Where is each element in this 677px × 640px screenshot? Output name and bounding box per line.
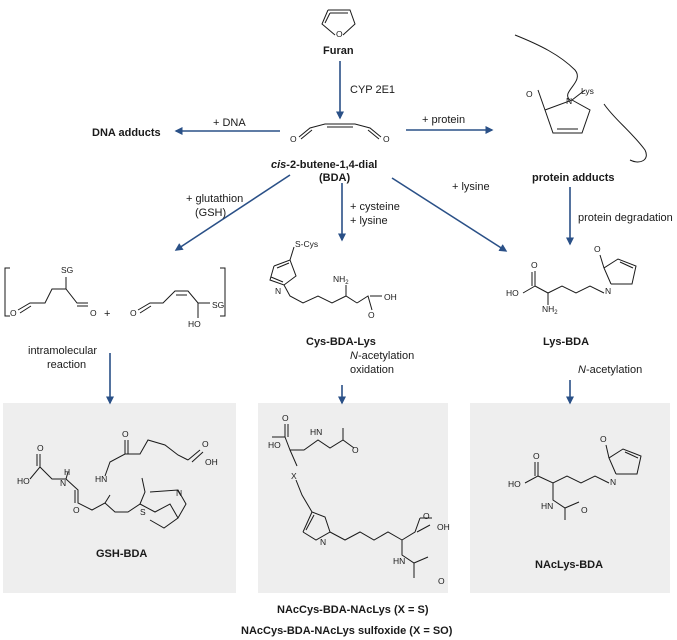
svg-text:O: O bbox=[438, 576, 445, 586]
arrow-gsh bbox=[174, 174, 291, 251]
name-naclys-bda: NAcLys-BDA bbox=[535, 559, 603, 571]
svg-text:SG: SG bbox=[61, 265, 73, 275]
furan-structure: O bbox=[321, 9, 356, 39]
svg-text:+: + bbox=[104, 308, 110, 320]
svg-text:NH2: NH2 bbox=[542, 304, 558, 316]
label-nacetylation-1: N-acetylation bbox=[350, 350, 414, 362]
svg-text:O: O bbox=[122, 429, 129, 439]
name-bda: cis-2-butene-1,4-dial bbox=[271, 159, 377, 171]
svg-text:O: O bbox=[526, 89, 533, 99]
label-oxidation: oxidation bbox=[350, 364, 394, 376]
svg-text:HO: HO bbox=[17, 476, 30, 486]
name-dna-adducts: DNA adducts bbox=[92, 127, 161, 139]
svg-text:N: N bbox=[60, 478, 66, 488]
svg-text:OH: OH bbox=[384, 292, 397, 302]
svg-text:HO: HO bbox=[188, 319, 201, 329]
svg-text:HN: HN bbox=[541, 501, 553, 511]
label-protein: + protein bbox=[422, 114, 465, 126]
svg-text:HN: HN bbox=[393, 556, 405, 566]
naclys-panel bbox=[470, 403, 670, 593]
name-naccys: NAcCys-BDA-NAcLys (X = S) bbox=[277, 604, 429, 616]
name-protein-adducts: protein adducts bbox=[532, 172, 615, 184]
svg-text:O: O bbox=[90, 308, 97, 318]
svg-text:SG: SG bbox=[212, 300, 224, 310]
gsh-intermediates-structure: O O SG + O SG HO bbox=[4, 265, 226, 329]
svg-text:N: N bbox=[320, 537, 326, 547]
svg-text:O: O bbox=[282, 413, 289, 423]
svg-text:O: O bbox=[336, 29, 343, 39]
naccys-bda-naclys-structure: HO O HN O X N O OH HN O bbox=[268, 413, 450, 586]
name-furan: Furan bbox=[323, 45, 354, 57]
svg-text:O: O bbox=[368, 310, 375, 320]
svg-text:O: O bbox=[290, 134, 297, 144]
svg-text:O: O bbox=[383, 134, 390, 144]
svg-text:O: O bbox=[202, 439, 209, 449]
svg-text:O: O bbox=[533, 451, 540, 461]
svg-text:O: O bbox=[10, 308, 17, 318]
svg-text:O: O bbox=[73, 505, 80, 515]
svg-text:H: H bbox=[64, 467, 70, 477]
name-gsh-bda: GSH-BDA bbox=[96, 548, 147, 560]
lys-bda-structure: HO O NH2 N O bbox=[506, 244, 637, 316]
name-cys-bda-lys: Cys-BDA-Lys bbox=[306, 336, 376, 348]
svg-text:O: O bbox=[130, 308, 137, 318]
svg-text:O: O bbox=[423, 511, 430, 521]
svg-text:X: X bbox=[291, 471, 297, 481]
svg-text:N: N bbox=[605, 286, 611, 296]
gsh-bda-panel bbox=[3, 403, 236, 593]
label-dna: + DNA bbox=[213, 117, 246, 129]
name-bda-abbr: (BDA) bbox=[319, 172, 350, 184]
svg-text:HN: HN bbox=[310, 427, 322, 437]
label-cys-lysine: + lysine bbox=[350, 215, 388, 227]
label-lysine: + lysine bbox=[452, 181, 490, 193]
svg-text:O: O bbox=[594, 244, 601, 254]
svg-text:O: O bbox=[581, 505, 588, 515]
svg-text:S: S bbox=[140, 507, 146, 517]
naclys-bda-structure: HO O HN O N O bbox=[508, 434, 642, 520]
label-cyp: CYP 2E1 bbox=[350, 84, 395, 96]
svg-text:O: O bbox=[531, 260, 538, 270]
label-intramolecular: intramolecular bbox=[28, 345, 97, 357]
label-protein-degradation: protein degradation bbox=[578, 212, 673, 224]
svg-text:OH: OH bbox=[437, 522, 450, 532]
naccys-panel bbox=[258, 403, 448, 593]
arrow-lysine bbox=[391, 177, 508, 252]
svg-text:NH2: NH2 bbox=[333, 274, 349, 286]
svg-text:HO: HO bbox=[508, 479, 521, 489]
bda-structure: O O bbox=[290, 123, 390, 144]
svg-text:OH: OH bbox=[205, 457, 218, 467]
name-naccys-sulfoxide: NAcCys-BDA-NAcLys sulfoxide (X = SO) bbox=[241, 625, 453, 637]
cys-bda-lys-structure: S-Cys N NH2 OH O bbox=[269, 239, 397, 320]
protein-adduct-structure: O N Lys bbox=[514, 34, 647, 163]
svg-text:O: O bbox=[37, 443, 44, 453]
svg-text:N: N bbox=[610, 477, 616, 487]
svg-text:O: O bbox=[352, 445, 359, 455]
label-reaction: reaction bbox=[47, 359, 86, 371]
svg-text:Lys: Lys bbox=[581, 86, 594, 96]
label-nacetylation-2: N-acetylation bbox=[578, 364, 642, 376]
svg-text:N: N bbox=[566, 96, 572, 106]
svg-text:S-Cys: S-Cys bbox=[295, 239, 318, 249]
svg-text:HN: HN bbox=[95, 474, 107, 484]
svg-text:N: N bbox=[176, 488, 182, 498]
label-cysteine: + cysteine bbox=[350, 201, 400, 213]
label-glutathion: + glutathion bbox=[186, 193, 243, 205]
svg-text:N: N bbox=[275, 286, 281, 296]
svg-text:O: O bbox=[600, 434, 607, 444]
svg-text:HO: HO bbox=[268, 440, 281, 450]
svg-text:HO: HO bbox=[506, 288, 519, 298]
name-lys-bda: Lys-BDA bbox=[543, 336, 589, 348]
label-gsh: (GSH) bbox=[195, 207, 226, 219]
gsh-bda-structure: HO O H N O HN O S N O OH bbox=[17, 429, 218, 529]
